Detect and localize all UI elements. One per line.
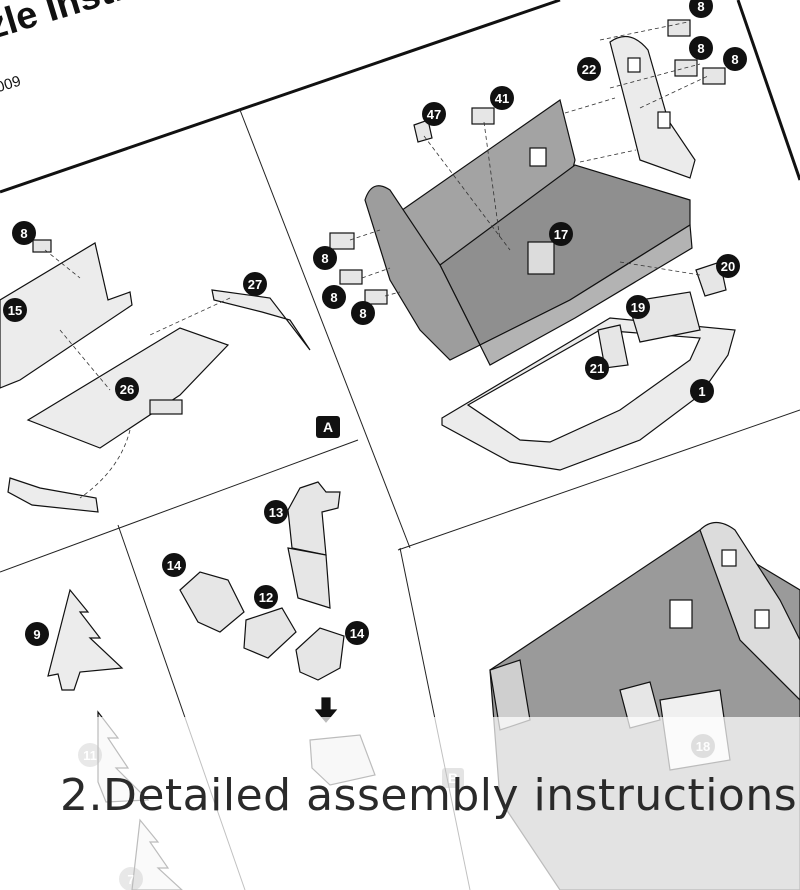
badge-13: 13 (264, 500, 288, 524)
badge-8-b: 8 (689, 36, 713, 60)
house-guide-lines (349, 21, 709, 297)
svg-text:13: 13 (269, 505, 283, 520)
badge-47: 47 (422, 102, 446, 126)
badge-12: 12 (254, 585, 278, 609)
svg-text:27: 27 (248, 277, 262, 292)
svg-text:12: 12 (259, 590, 273, 605)
badge-8-e: 8 (322, 285, 346, 309)
svg-text:26: 26 (120, 382, 134, 397)
svg-text:8: 8 (20, 226, 27, 241)
svg-text:1: 1 (698, 384, 705, 399)
svg-text:47: 47 (427, 107, 441, 122)
svg-text:9: 9 (33, 627, 40, 642)
svg-text:8: 8 (321, 251, 328, 266)
badge-8-d: 8 (313, 246, 337, 270)
svg-text:8: 8 (697, 41, 704, 56)
caption-overlay (0, 717, 800, 890)
svg-text:14: 14 (350, 626, 365, 641)
svg-text:22: 22 (582, 62, 596, 77)
badge-8-a: 8 (689, 0, 713, 18)
house-assembly (329, 19, 736, 471)
caption-text: 2.Detailed assembly instructions (60, 770, 798, 821)
svg-text:21: 21 (590, 361, 604, 376)
badge-14-a: 14 (162, 553, 186, 577)
svg-text:8: 8 (330, 290, 337, 305)
svg-text:19: 19 (631, 300, 645, 315)
svg-text:A: A (323, 419, 333, 435)
panel-a-guide-lines (44, 249, 231, 499)
badge-8-f: 8 (351, 301, 375, 325)
svg-text:8: 8 (731, 52, 738, 67)
svg-text:15: 15 (8, 303, 22, 318)
badge-41: 41 (490, 86, 514, 110)
svg-text:14: 14 (167, 558, 182, 573)
badge-17: 17 (549, 222, 573, 246)
badge-22: 22 (577, 57, 601, 81)
badge-21: 21 (585, 356, 609, 380)
badge-19: 19 (626, 295, 650, 319)
badge-1: 1 (690, 379, 714, 403)
svg-text:17: 17 (554, 227, 568, 242)
badge-15: 15 (3, 298, 27, 322)
badge-8-c: 8 (723, 47, 747, 71)
badge-8-g: 8 (12, 221, 36, 245)
badge-27: 27 (243, 272, 267, 296)
svg-text:20: 20 (721, 259, 735, 274)
svg-text:41: 41 (495, 91, 509, 106)
sheet-border (0, 0, 800, 194)
svg-text:8: 8 (697, 0, 704, 14)
badge-9: 9 (25, 622, 49, 646)
badge-20: 20 (716, 254, 740, 278)
svg-text:8: 8 (359, 306, 366, 321)
panel-a-label: A (316, 416, 340, 438)
badge-14-b: 14 (345, 621, 369, 645)
badge-26: 26 (115, 377, 139, 401)
